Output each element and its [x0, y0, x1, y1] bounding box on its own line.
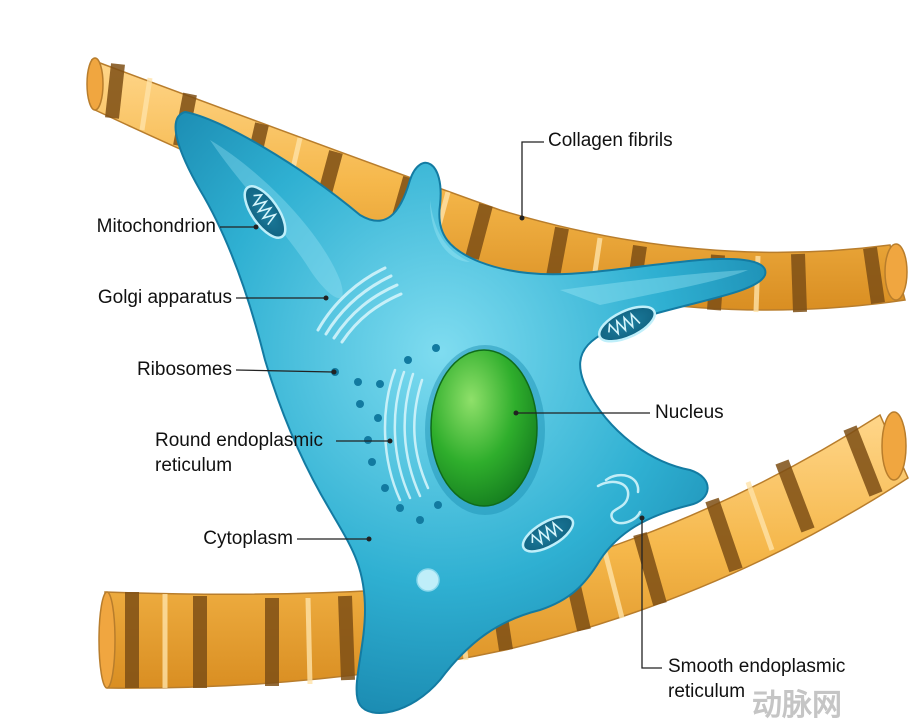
mitochondrion-1 [243, 185, 287, 239]
golgi-apparatus [316, 266, 403, 344]
label-ribosomes: Ribosomes [136, 359, 232, 380]
nucleus [425, 345, 545, 515]
label-golgi-apparatus: Golgi apparatus [97, 287, 232, 308]
label-smooth-er-line1: Smooth endoplasmic [668, 656, 846, 677]
watermark-logo: 动脉网 [752, 688, 842, 723]
mitochondrion-3 [521, 515, 575, 553]
label-cytoplasm: Cytoplasm [203, 528, 293, 549]
leader-lines [220, 141, 662, 669]
label-smooth-er-line2: reticulum [668, 681, 746, 702]
smooth-er [596, 473, 642, 525]
label-nucleus: Nucleus [655, 402, 724, 423]
leader-dots [253, 215, 645, 542]
label-round-er-line1: Round endoplasmic [155, 430, 323, 451]
mitochondrion-2 [598, 305, 656, 343]
label-round-er-line2: reticulum [155, 455, 233, 476]
vesicle [416, 568, 440, 592]
label-mitochondrion: Mitochondrion [96, 216, 216, 237]
round-er [383, 368, 430, 502]
label-collagen-fibrils: Collagen fibrils [548, 130, 673, 151]
